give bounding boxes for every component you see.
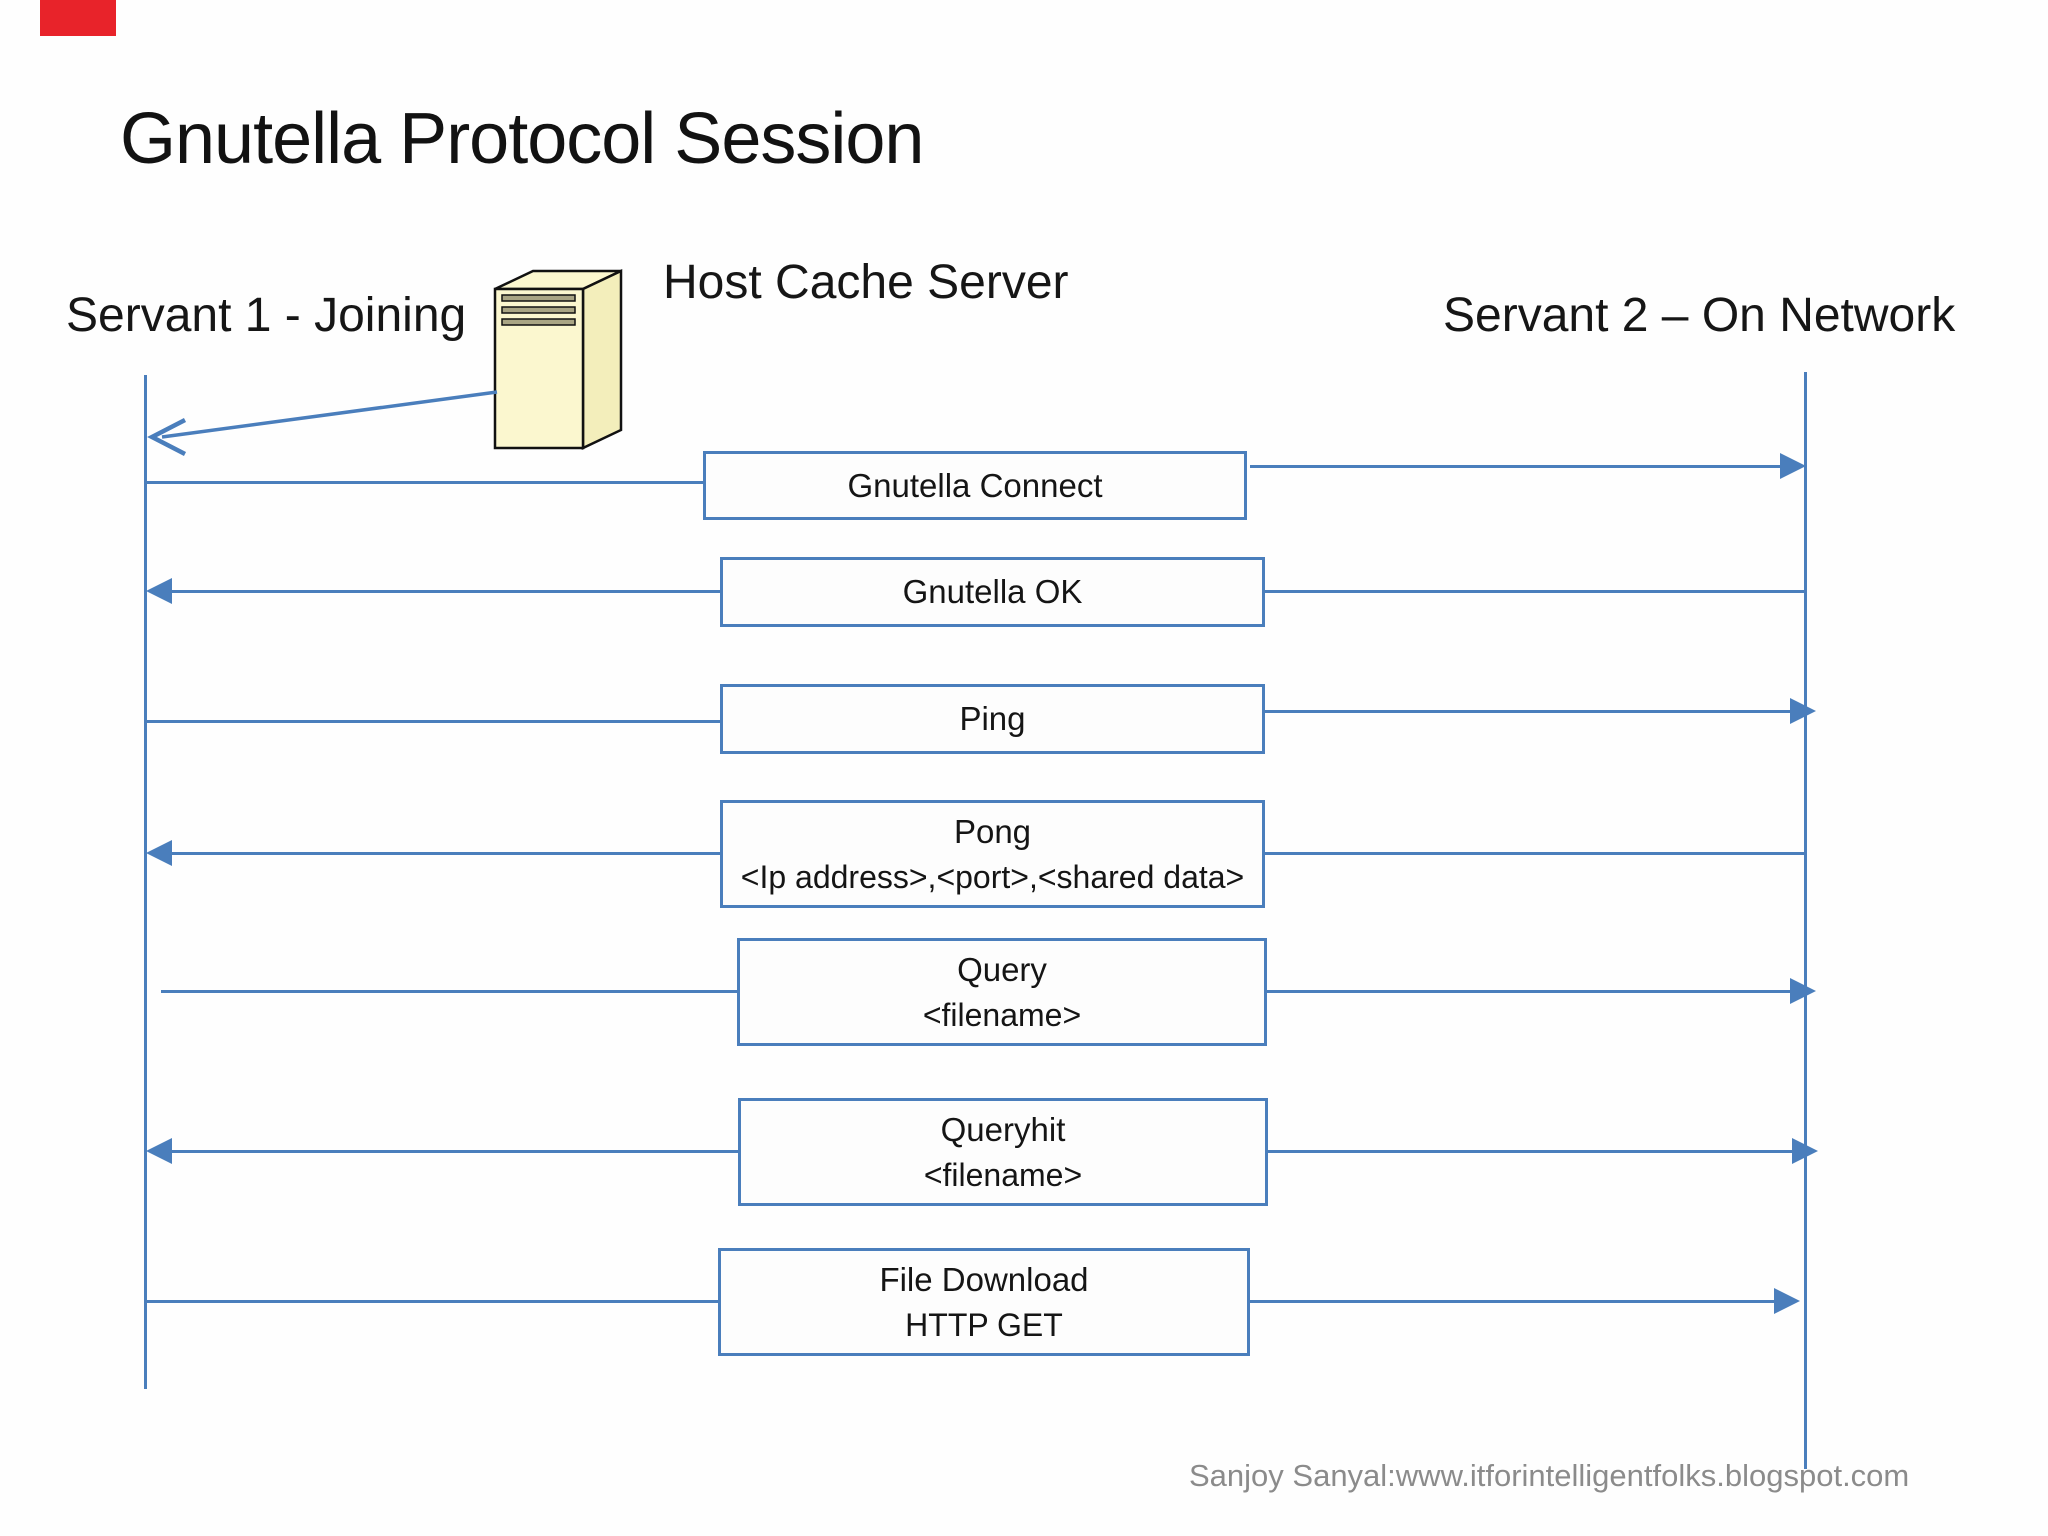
message-line-right xyxy=(1268,1150,1792,1153)
message-sublabel: <filename> xyxy=(922,997,1082,1033)
message-line-right xyxy=(1265,852,1806,855)
server-vent-icon xyxy=(501,294,576,302)
message-line-left xyxy=(172,852,720,855)
message-line-left xyxy=(172,590,720,593)
corner-red-mark xyxy=(40,0,116,36)
message-line-left xyxy=(147,720,720,723)
message-line-right xyxy=(1250,465,1780,468)
lifeline-servant2 xyxy=(1804,372,1807,1469)
actor-label-host-cache-server: Host Cache Server xyxy=(663,256,1069,309)
message-box: Query <filename> xyxy=(737,938,1267,1046)
server-side-face xyxy=(581,269,623,450)
arrowhead-left-icon xyxy=(146,1138,172,1164)
slide-title: Gnutella Protocol Session xyxy=(120,99,924,179)
host-cache-bootstrap-arrow xyxy=(147,390,498,457)
message-label: Gnutella Connect xyxy=(847,466,1103,504)
server-vent-icon xyxy=(501,306,576,314)
message-label: Queryhit xyxy=(940,1111,1066,1148)
bootstrap-arrow-line xyxy=(161,390,498,439)
lifeline-servant1 xyxy=(144,375,147,1389)
message-line-left xyxy=(147,481,703,484)
message-label: Ping xyxy=(959,700,1026,737)
message-sublabel: HTTP GET xyxy=(905,1307,1063,1343)
message-line-right xyxy=(1265,590,1806,593)
server-vent-icon xyxy=(501,318,576,326)
arrowhead-right-icon xyxy=(1790,978,1816,1004)
arrowhead-right-icon xyxy=(1774,1288,1800,1314)
message-line-right xyxy=(1250,1300,1774,1303)
arrowhead-left-icon xyxy=(146,840,172,866)
message-line-right xyxy=(1267,990,1790,993)
message-box: Queryhit <filename> xyxy=(738,1098,1268,1206)
actor-label-servant2: Servant 2 – On Network xyxy=(1443,289,1956,342)
message-sublabel: <filename> xyxy=(923,1157,1083,1193)
message-box: Ping xyxy=(720,684,1265,754)
arrowhead-right-icon xyxy=(1792,1138,1818,1164)
message-line-left xyxy=(161,990,737,993)
credit-text: Sanjoy Sanyal:www.itforintelligentfolks.… xyxy=(1189,1458,1910,1493)
arrowhead-right-icon xyxy=(1790,698,1816,724)
message-box: Pong <Ip address>,<port>,<shared data> xyxy=(720,800,1265,908)
message-line-left xyxy=(147,1300,718,1303)
message-line-right xyxy=(1265,710,1790,713)
message-box: Gnutella OK xyxy=(720,557,1265,627)
arrowhead-right-icon xyxy=(1780,453,1806,479)
message-label: File Download xyxy=(879,1261,1089,1298)
message-box: File Download HTTP GET xyxy=(718,1248,1250,1356)
bootstrap-arrowhead-icon xyxy=(147,417,187,457)
host-cache-server-icon xyxy=(493,269,623,450)
message-label: Pong xyxy=(953,813,1032,850)
message-label: Query xyxy=(957,951,1047,988)
message-line-left xyxy=(172,1150,738,1153)
actor-label-servant1: Servant 1 - Joining xyxy=(66,289,467,342)
server-front-face xyxy=(493,287,585,450)
message-box: Gnutella Connect xyxy=(703,451,1247,520)
message-sublabel: <Ip address>,<port>,<shared data> xyxy=(740,859,1245,895)
arrowhead-left-icon xyxy=(146,578,172,604)
message-label: Gnutella OK xyxy=(902,573,1083,610)
